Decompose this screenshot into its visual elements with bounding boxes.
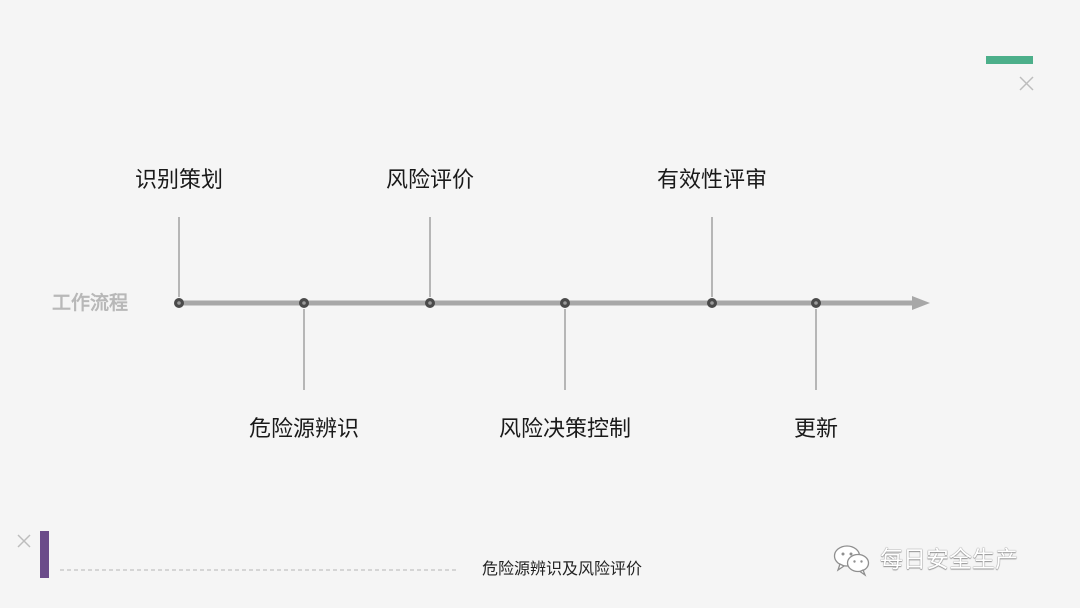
stage-label-above-3: 有效性评审 bbox=[656, 168, 768, 193]
timeline-node bbox=[707, 298, 717, 308]
stage-label-below-2: 风险决策控制 bbox=[498, 417, 632, 442]
wechat-icon bbox=[833, 545, 870, 577]
close-icon bbox=[17, 534, 31, 548]
timeline-arrowhead bbox=[912, 296, 930, 310]
row-label: 工作流程 bbox=[52, 292, 129, 314]
timeline-node bbox=[299, 298, 309, 308]
stage-label-below-1: 危险源辨识 bbox=[248, 417, 360, 442]
stage-label-above-2: 风险评价 bbox=[385, 168, 475, 193]
footer-title: 危险源辨识及风险评价 bbox=[482, 559, 643, 578]
stage-label-below-3: 更新 bbox=[793, 417, 839, 442]
timeline-node bbox=[425, 298, 435, 308]
brand-name: 每日安全生产 bbox=[880, 546, 1018, 573]
timeline-node bbox=[174, 298, 184, 308]
timeline-node bbox=[811, 298, 821, 308]
close-icon bbox=[1019, 76, 1034, 91]
stage-label-above-1: 识别策划 bbox=[134, 168, 224, 193]
purple-accent-bar bbox=[40, 531, 49, 578]
timeline-node bbox=[560, 298, 570, 308]
green-accent-bar bbox=[986, 56, 1033, 64]
brand-watermark: 每日安全生产 bbox=[832, 543, 1018, 577]
